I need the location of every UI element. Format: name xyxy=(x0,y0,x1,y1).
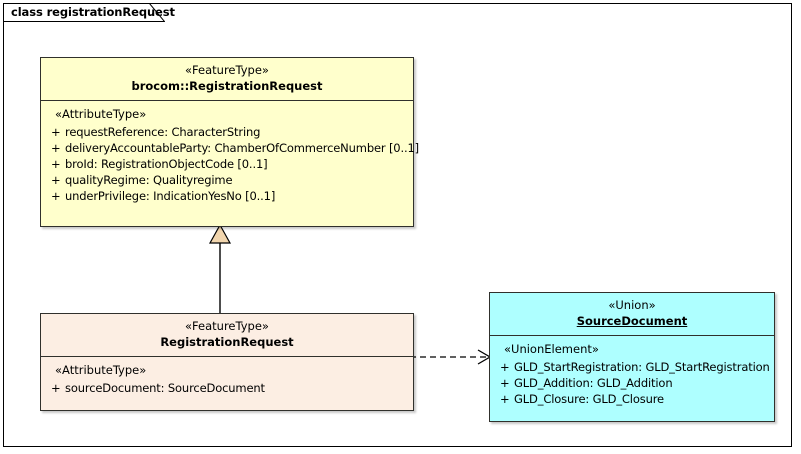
class-box-source-document[interactable]: «Union» SourceDocument «UnionElement» + … xyxy=(489,292,775,422)
attribute-row[interactable]: + deliveryAccountableParty: ChamberOfCom… xyxy=(41,140,419,156)
class-name: brocom::RegistrationRequest xyxy=(131,79,323,93)
class-stereotype: «FeatureType» xyxy=(185,319,269,333)
compartment-stereotype: «AttributeType» xyxy=(55,107,147,121)
class-box-registration-request[interactable]: «FeatureType» RegistrationRequest «Attri… xyxy=(40,313,414,411)
attribute-text: GLD_Addition: GLD_Addition xyxy=(514,376,673,390)
class-box-brocom-registration-request[interactable]: «FeatureType» brocom::RegistrationReques… xyxy=(40,57,419,227)
attribute-visibility: + xyxy=(51,125,61,139)
class-stereotype: «FeatureType» xyxy=(185,63,269,77)
attribute-visibility: + xyxy=(51,157,61,171)
attribute-visibility: + xyxy=(500,376,510,390)
class-divider xyxy=(41,100,413,101)
attribute-row[interactable]: + GLD_Closure: GLD_Closure xyxy=(490,391,774,407)
diagram-title-tab-shape xyxy=(3,3,165,22)
attribute-row[interactable]: + GLD_Addition: GLD_Addition xyxy=(490,375,774,391)
attributes-compartment: «UnionElement» + GLD_StartRegistration: … xyxy=(490,336,774,412)
class-header: «Union» SourceDocument xyxy=(490,293,774,335)
class-header: «FeatureType» RegistrationRequest xyxy=(41,314,413,356)
attribute-text: GLD_Closure: GLD_Closure xyxy=(514,392,664,406)
attribute-row[interactable]: + sourceDocument: SourceDocument xyxy=(41,380,413,396)
attribute-visibility: + xyxy=(500,360,510,374)
attribute-row[interactable]: + broId: RegistrationObjectCode [0..1] xyxy=(41,156,413,172)
class-stereotype: «Union» xyxy=(608,298,656,312)
attribute-visibility: + xyxy=(500,392,510,406)
class-divider xyxy=(490,335,774,336)
class-divider xyxy=(41,356,413,357)
attribute-text: broId: RegistrationObjectCode [0..1] xyxy=(65,157,268,171)
attribute-visibility: + xyxy=(51,381,61,395)
attributes-compartment: «AttributeType» + requestReference: Char… xyxy=(41,101,419,209)
class-name: SourceDocument xyxy=(576,314,688,328)
diagram-title: class registrationRequest xyxy=(11,5,175,19)
attribute-text: qualityRegime: Qualityregime xyxy=(65,173,233,187)
attribute-text: deliveryAccountableParty: ChamberOfComme… xyxy=(65,141,419,155)
attribute-visibility: + xyxy=(51,173,61,187)
attribute-text: sourceDocument: SourceDocument xyxy=(65,381,265,395)
attribute-row[interactable]: + requestReference: CharacterString xyxy=(41,124,413,140)
compartment-stereotype: «UnionElement» xyxy=(504,342,599,356)
attribute-row[interactable]: + underPrivilege: IndicationYesNo [0..1] xyxy=(41,188,413,204)
attribute-row[interactable]: + qualityRegime: Qualityregime xyxy=(41,172,413,188)
class-header: «FeatureType» brocom::RegistrationReques… xyxy=(41,58,413,100)
attribute-visibility: + xyxy=(51,141,61,155)
attribute-text: underPrivilege: IndicationYesNo [0..1] xyxy=(65,189,276,203)
compartment-stereotype: «AttributeType» xyxy=(55,363,147,377)
class-name: RegistrationRequest xyxy=(160,335,294,349)
attribute-row[interactable]: + GLD_StartRegistration: GLD_StartRegist… xyxy=(490,359,774,375)
attributes-compartment: «AttributeType» + sourceDocument: Source… xyxy=(41,357,413,401)
attribute-visibility: + xyxy=(51,189,61,203)
attribute-text: GLD_StartRegistration: GLD_StartRegistra… xyxy=(514,360,770,374)
attribute-text: requestReference: CharacterString xyxy=(65,125,261,139)
